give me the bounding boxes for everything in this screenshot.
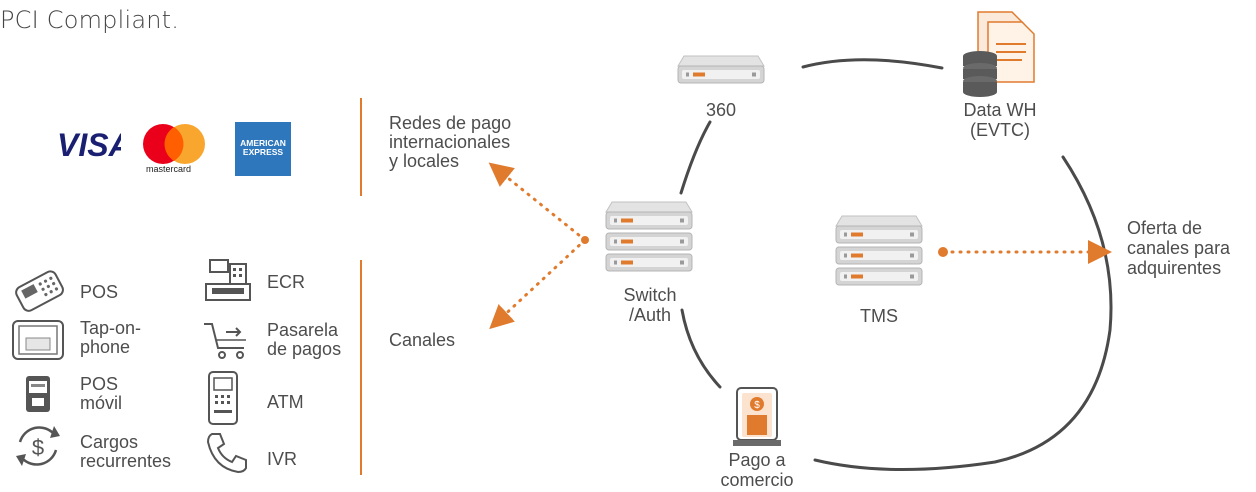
amex-logo-text-2: EXPRESS [243, 147, 283, 157]
pos-terminal-icon [10, 268, 70, 316]
switch-server-icon [605, 201, 693, 272]
server-360-icon [677, 55, 765, 84]
visa-logo: VISA [55, 127, 132, 167]
payment-terminal-icon: $ [733, 387, 781, 446]
mobile-pos-icon [20, 374, 56, 414]
ring-arc-switch-pago [680, 308, 722, 389]
visa-logo-text: VISA [57, 128, 121, 162]
channel-tap-on-phone-label: Tap-on-phone [80, 318, 142, 357]
tms-arrow-origin [938, 247, 948, 257]
phone-icon [204, 430, 250, 474]
cash-register-icon [202, 258, 254, 304]
amex-logo: AMERICAN EXPRESS [235, 122, 291, 181]
node-tms-label: TMS [860, 306, 898, 326]
channel-ecr-label: ECR [267, 272, 306, 292]
mastercard-logo: mastercard [142, 122, 208, 179]
shopping-cart-icon [200, 320, 256, 362]
channels-divider [360, 260, 362, 475]
ring-arc-switch-360 [679, 120, 712, 195]
channel-ivr-label: IVR [267, 449, 298, 469]
svg-text:$: $ [754, 400, 760, 411]
node-switch-label-2: /Auth [629, 305, 671, 325]
node-360-label: 360 [706, 100, 736, 120]
node-pago-label-2: comercio [720, 470, 793, 490]
switch-arrow-origin [581, 236, 589, 244]
node-pago-label-1: Pago a [728, 450, 786, 470]
arrow-to-channels [489, 238, 587, 330]
channel-pos-label: POS [80, 282, 119, 302]
node-datawh-label-2: (EVTC) [970, 120, 1030, 140]
oferta-label-2: canales para [1127, 238, 1231, 258]
channels-label: Canales [389, 330, 456, 350]
tablet-icon [10, 318, 66, 362]
oferta-label-1: Oferta de [1127, 218, 1202, 238]
channel-atm-label: ATM [267, 392, 304, 412]
node-datawh-label-1: Data WH [963, 100, 1036, 120]
recurring-payment-icon: $ [10, 420, 66, 472]
svg-text:$: $ [32, 435, 44, 460]
oferta-label-3: adquirentes [1127, 258, 1221, 278]
data-warehouse-icon [963, 11, 1035, 97]
node-switch-label-1: Switch [623, 285, 676, 305]
mastercard-logo-text: mastercard [146, 164, 191, 174]
arrow-to-networks [488, 162, 587, 242]
atm-icon [203, 370, 243, 426]
page-title: PCI Compliant. [0, 6, 180, 34]
tms-server-icon [835, 215, 923, 286]
networks-divider [360, 98, 362, 196]
networks-label: Redes de pago internacionales y locales [389, 113, 512, 171]
amex-logo-text-1: AMERICAN [240, 138, 286, 148]
ring-arc-360-datawh [801, 58, 944, 70]
